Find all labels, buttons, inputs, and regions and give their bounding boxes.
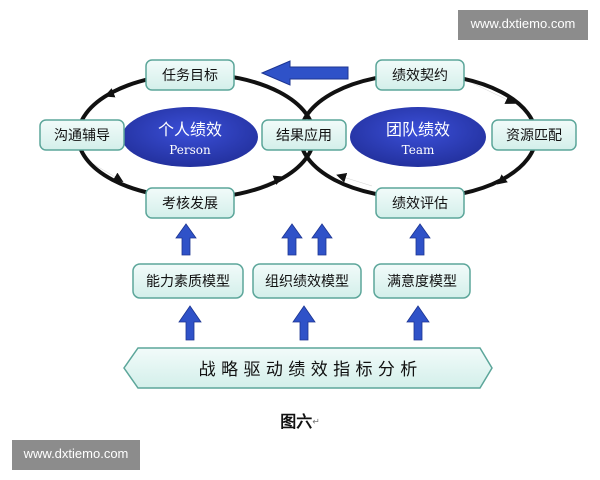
right-center-sub: Team bbox=[402, 143, 435, 157]
left-center-sub: Person bbox=[169, 143, 211, 157]
box-performance-evaluation: 绩效评估 bbox=[375, 187, 465, 219]
svg-text:战 略 驱 动 绩 效 指 标 分 析: 战 略 驱 动 绩 效 指 标 分 析 bbox=[199, 360, 418, 380]
box-strategy-analysis: 战 略 驱 动 绩 效 指 标 分 析 bbox=[123, 347, 493, 389]
right-loop-arrow-bottom bbox=[336, 173, 373, 187]
right-loop-arrow-right bbox=[496, 159, 529, 185]
right-loop-arrow-top bbox=[469, 81, 516, 104]
box-competency-model: 能力素质模型 bbox=[132, 263, 244, 299]
up-arrow-7 bbox=[406, 305, 430, 341]
caption-return-mark: ↵ bbox=[312, 417, 320, 428]
left-loop-arrow-top bbox=[104, 77, 151, 98]
box-satisfaction-model: 满意度模型 bbox=[373, 263, 471, 299]
up-arrow-4 bbox=[409, 223, 431, 256]
left-center-ellipse bbox=[122, 107, 258, 167]
box-result-application: 结果应用 bbox=[261, 119, 347, 151]
box-communication: 沟通辅导 bbox=[39, 119, 125, 151]
left-loop-arrow-left bbox=[89, 161, 124, 183]
svg-text:绩效评估: 绩效评估 bbox=[392, 196, 448, 212]
up-arrow-5 bbox=[178, 305, 202, 341]
svg-text:结果应用: 结果应用 bbox=[276, 127, 332, 144]
watermark-bottom: www.dxtiemo.com bbox=[12, 440, 140, 470]
svg-text:沟通辅导: 沟通辅导 bbox=[54, 128, 110, 144]
left-loop-arrow-bottom bbox=[249, 175, 284, 191]
svg-text:资源匹配: 资源匹配 bbox=[506, 128, 562, 144]
figure-caption: 图六↵ bbox=[0, 408, 600, 432]
box-task-goal: 任务目标 bbox=[145, 59, 235, 91]
up-arrow-1 bbox=[175, 223, 197, 256]
up-arrows-upper bbox=[175, 223, 431, 256]
up-arrows-lower bbox=[178, 305, 430, 341]
svg-text:考核发展: 考核发展 bbox=[162, 196, 218, 212]
watermark-top: www.dxtiemo.com bbox=[458, 10, 588, 40]
left-center-title: 个人绩效 bbox=[158, 120, 222, 139]
caption-text: 图六 bbox=[280, 412, 313, 431]
svg-text:绩效契约: 绩效契约 bbox=[392, 68, 448, 84]
svg-text:能力素质模型: 能力素质模型 bbox=[146, 274, 230, 290]
box-resource-matching: 资源匹配 bbox=[491, 119, 577, 151]
svg-text:任务目标: 任务目标 bbox=[162, 68, 218, 84]
svg-text:满意度模型: 满意度模型 bbox=[387, 273, 457, 290]
svg-text:组织绩效模型: 组织绩效模型 bbox=[265, 274, 349, 290]
box-assessment: 考核发展 bbox=[145, 187, 235, 219]
up-arrow-2 bbox=[281, 223, 303, 256]
right-center-ellipse bbox=[350, 107, 486, 167]
up-arrow-3 bbox=[311, 223, 333, 256]
up-arrow-6 bbox=[292, 305, 316, 341]
feedback-arrow bbox=[260, 60, 349, 86]
box-performance-contract: 绩效契约 bbox=[375, 59, 465, 91]
right-center-title: 团队绩效 bbox=[386, 120, 450, 139]
box-org-performance-model: 组织绩效模型 bbox=[252, 263, 362, 299]
